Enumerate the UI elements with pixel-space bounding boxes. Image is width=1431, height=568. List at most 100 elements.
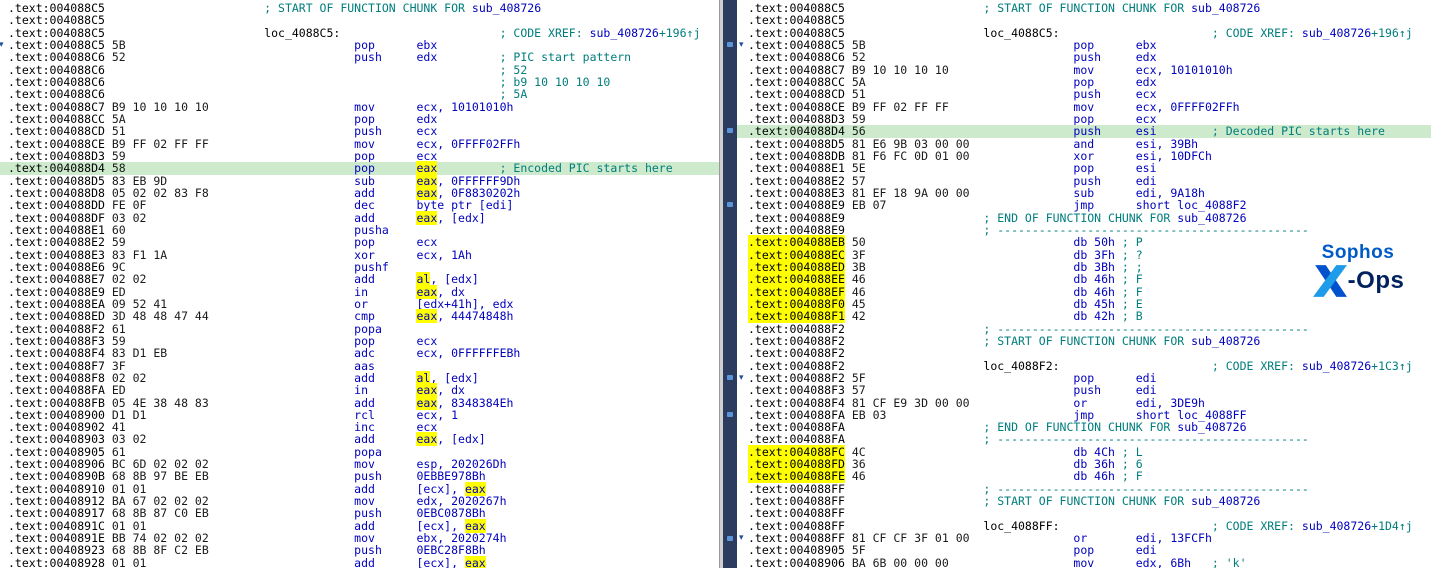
- asm-operands: edi, 13FCFh: [1136, 532, 1212, 544]
- asm-bytes: 81 CF E9 3D 00 00: [852, 396, 970, 409]
- asm-line[interactable]: .text:004088FA; ------------------------…: [748, 433, 1431, 445]
- asm-line[interactable]: .text:004088FA; END OF FUNCTION CHUNK FO…: [748, 421, 1431, 433]
- asm-line[interactable]: .text:004088C5; START OF FUNCTION CHUNK …: [8, 2, 719, 14]
- asm-operands: edi, 9A18h: [1136, 187, 1205, 199]
- asm-line[interactable]: .text:004088F2; ------------------------…: [748, 322, 1431, 335]
- asm-line[interactable]: .text:004088C5: [748, 14, 1431, 26]
- asm-line[interactable]: .text:004088F2; START OF FUNCTION CHUNK …: [748, 335, 1431, 347]
- asm-line[interactable]: .text:004088C6; 52: [8, 63, 719, 76]
- asm-token: 42: [851, 309, 866, 324]
- asm-address: .text:004088E6: [8, 261, 105, 273]
- asm-line[interactable]: .text:004088C5; START OF FUNCTION CHUNK …: [748, 2, 1431, 14]
- asm-line[interactable]: .text:004088C6; 5A: [8, 88, 719, 100]
- asm-line[interactable]: .text:004088FF; START OF FUNCTION CHUNK …: [748, 495, 1431, 507]
- navigator-strip[interactable]: [723, 0, 737, 568]
- asm-line[interactable]: .text:004088E9; END OF FUNCTION CHUNK FO…: [748, 211, 1431, 224]
- asm-address: .text:004088C5: [8, 14, 105, 26]
- asm-bytes: D1 D1: [112, 409, 147, 421]
- asm-line[interactable]: .text:004088FF; ------------------------…: [748, 483, 1431, 495]
- asm-line[interactable]: .text:004088E9; ------------------------…: [748, 224, 1431, 236]
- asm-line[interactable]: .text:004088C6; b9 10 10 10 10: [8, 76, 719, 88]
- asm-line[interactable]: .text:004088F2: [748, 347, 1431, 359]
- asm-line[interactable]: .text:004088C5: [8, 14, 719, 26]
- asm-line[interactable]: .text:004088FF: [748, 507, 1431, 519]
